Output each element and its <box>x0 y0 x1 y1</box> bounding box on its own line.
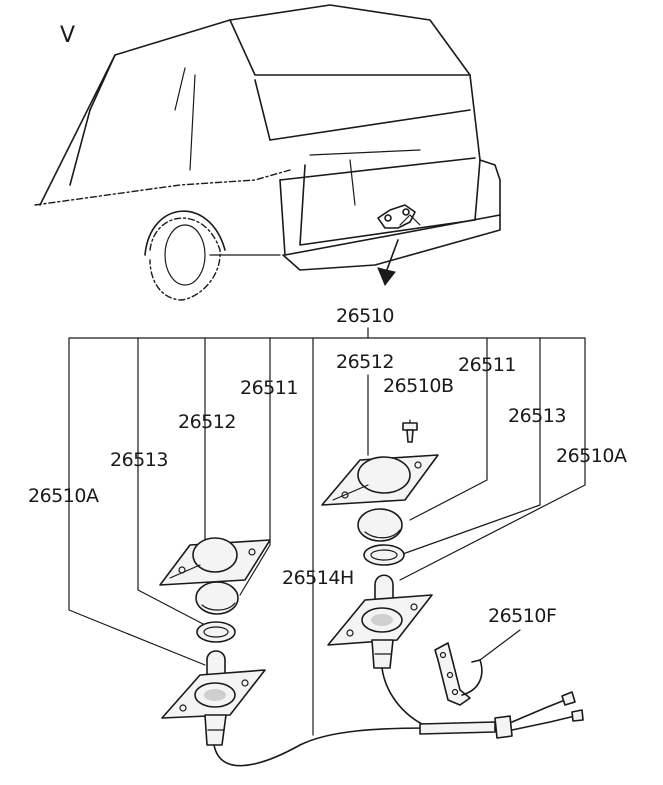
label-left-26512: 26512 <box>178 411 236 433</box>
label-right-26513: 26513 <box>508 405 566 427</box>
label-right-26510A: 26510A <box>556 445 627 467</box>
right-screw <box>402 422 418 431</box>
vehicle-rear-illustration <box>34 4 501 301</box>
left-gasket <box>196 621 236 643</box>
label-26514H: 26514H <box>282 567 354 589</box>
label-right-26511: 26511 <box>458 354 516 376</box>
leader-lines <box>68 327 586 736</box>
label-left-26510A: 26510A <box>28 485 99 507</box>
right-lens <box>357 508 403 542</box>
wiring-harness <box>213 667 584 767</box>
label-left-26511: 26511 <box>240 377 298 399</box>
label-26510F: 26510F <box>488 605 556 627</box>
right-gasket <box>363 544 405 566</box>
part-labels: V 26510 26510A 26513 26512 26511 26512 2… <box>28 23 627 627</box>
label-26510: 26510 <box>336 305 394 327</box>
left-lamp-assembly <box>159 537 271 746</box>
connector-26510F <box>434 642 483 706</box>
label-right-26512: 26512 <box>336 351 394 373</box>
label-left-26513: 26513 <box>110 449 168 471</box>
label-26510B: 26510B <box>383 375 453 397</box>
right-lamp-assembly <box>321 422 439 669</box>
view-label: V <box>60 23 75 48</box>
left-lens <box>195 581 239 615</box>
